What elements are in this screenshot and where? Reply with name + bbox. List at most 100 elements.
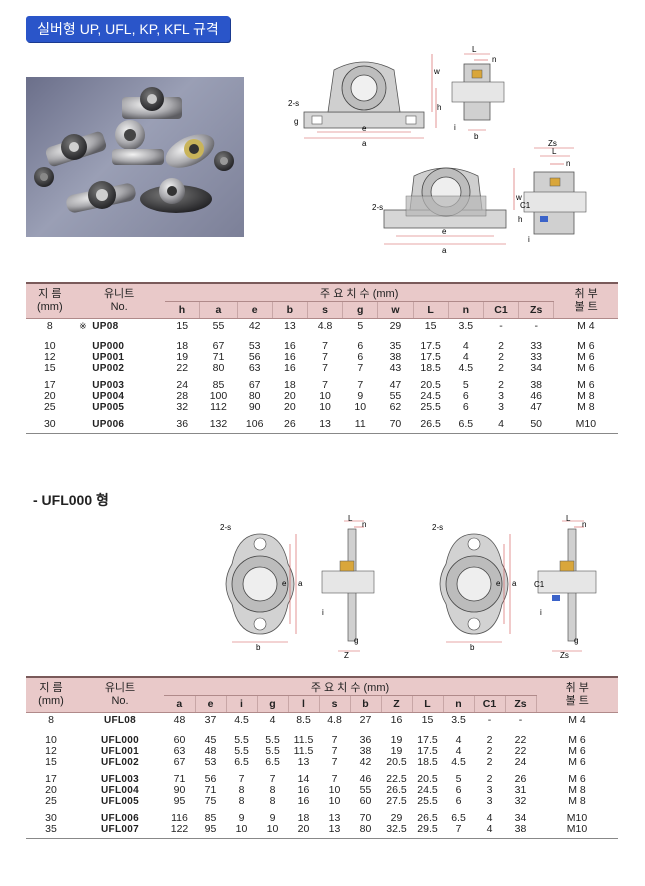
bolt-cell: M 6 — [568, 755, 586, 768]
value-cell: 4.5 — [458, 361, 474, 374]
value-cell: 4.8 — [327, 714, 342, 727]
dim-label: 2-s — [432, 523, 443, 532]
value-cell: 38 — [505, 823, 536, 839]
unit-cell: UFL000 — [101, 734, 139, 746]
value-cell: 5 — [462, 378, 469, 391]
dim-label: e — [282, 579, 287, 588]
bolt-cell: M10 — [553, 412, 618, 434]
value-cell: 10 — [319, 389, 331, 402]
value-cell: 71 — [204, 783, 217, 796]
value-cell: 22 — [514, 744, 527, 757]
value-cell: 33 — [530, 350, 543, 363]
unit-cell: UFL001 — [101, 745, 139, 757]
value-cell: 18.5 — [417, 755, 438, 768]
page-title: 실버형 UP, UFL, KP, KFL 규격 — [37, 21, 219, 37]
dim-label: i — [322, 608, 324, 617]
value-cell: 27 — [359, 714, 372, 727]
ufl-section-title: - UFL000 형 — [33, 492, 109, 508]
diameter-cell: 17 — [43, 378, 56, 391]
value-cell: 42 — [359, 755, 372, 768]
value-cell: 67 — [173, 755, 186, 768]
dim-label: n — [566, 159, 570, 168]
value-cell: 16 — [297, 783, 310, 796]
value-cell: 2 — [486, 744, 493, 757]
column-header: L — [413, 301, 449, 319]
value-cell: 5 — [455, 772, 462, 785]
value-cell: 71 — [173, 772, 186, 785]
column-header: s — [319, 695, 351, 713]
value-cell: 13 — [319, 823, 350, 839]
value-cell: 46 — [359, 772, 372, 785]
mark-cell — [73, 412, 93, 434]
column-header: l — [288, 695, 320, 713]
diameter-cell: 12 — [43, 350, 56, 363]
header-bolt: 취 부 — [574, 288, 598, 300]
mark-cell — [74, 374, 93, 391]
bolt-cell: M 6 — [568, 744, 586, 757]
value-cell: - — [518, 714, 523, 727]
column-header: n — [443, 695, 475, 713]
bolt-cell: M 8 — [568, 794, 586, 807]
unit-cell: UP001 — [92, 351, 125, 363]
value-cell: 116 — [171, 811, 188, 824]
column-header: b — [272, 301, 308, 319]
value-cell: 17.5 — [417, 733, 438, 746]
value-cell: 29.5 — [412, 823, 443, 839]
mark-cell — [74, 352, 93, 363]
value-cell: 4 — [483, 412, 519, 434]
value-cell: 4 — [462, 350, 469, 363]
bolt-cell: M 6 — [577, 361, 595, 374]
dim-label: n — [362, 520, 366, 529]
value-cell: 3.5 — [451, 714, 466, 727]
value-cell: 60 — [359, 794, 372, 807]
value-cell: 34 — [530, 361, 543, 374]
diameter-cell: 30 — [26, 412, 74, 434]
value-cell: 20 — [284, 400, 296, 413]
ufl-side-drawing-b: L n C1 i g Zs — [534, 515, 600, 660]
unit-cell: UFL007 — [76, 823, 164, 839]
value-cell: 15 — [424, 320, 437, 333]
value-cell: 7 — [322, 361, 328, 374]
value-cell: 80 — [350, 823, 381, 839]
header-unit-no: No. — [110, 301, 128, 313]
diameter-cell: 10 — [45, 733, 57, 746]
value-cell: 20 — [284, 389, 296, 402]
diameter-cell: 30 — [45, 811, 57, 824]
value-cell: 80 — [212, 361, 225, 374]
dim-label: Zs — [560, 651, 569, 660]
value-cell: 4 — [486, 811, 493, 824]
dim-label: a — [512, 579, 517, 588]
diameter-cell: 10 — [43, 339, 56, 352]
column-header: b — [350, 695, 382, 713]
value-cell: 8.5 — [296, 714, 311, 727]
value-cell: 95 — [195, 823, 226, 839]
value-cell: 13 — [328, 811, 341, 824]
value-cell: 13 — [307, 412, 343, 434]
diameter-cell: 15 — [45, 755, 57, 768]
dim-label: h — [437, 103, 441, 112]
value-cell: 10 — [257, 823, 288, 839]
value-cell: 9 — [238, 811, 245, 824]
bolt-cell: M10 — [536, 823, 618, 839]
value-cell: 47 — [389, 378, 402, 391]
value-cell: 112 — [210, 400, 227, 413]
up-side-drawing: L n b i — [448, 44, 508, 144]
mark-cell: ※ — [79, 321, 87, 332]
dim-label: e — [496, 579, 501, 588]
value-cell: - — [534, 320, 538, 333]
diameter-cell: 25 — [43, 400, 56, 413]
value-cell: 20.5 — [417, 772, 438, 785]
value-cell: 25.5 — [420, 400, 441, 413]
value-cell: 38 — [389, 350, 402, 363]
value-cell: 9 — [357, 389, 364, 402]
value-cell: 25.5 — [417, 794, 438, 807]
dim-label: n — [492, 55, 496, 64]
unit-cell: UFL005 — [101, 795, 139, 807]
kp-side-drawing: Zs L n C1 i — [520, 140, 590, 250]
header-main-dimensions: 주 요 치 수 (mm) — [310, 681, 390, 694]
